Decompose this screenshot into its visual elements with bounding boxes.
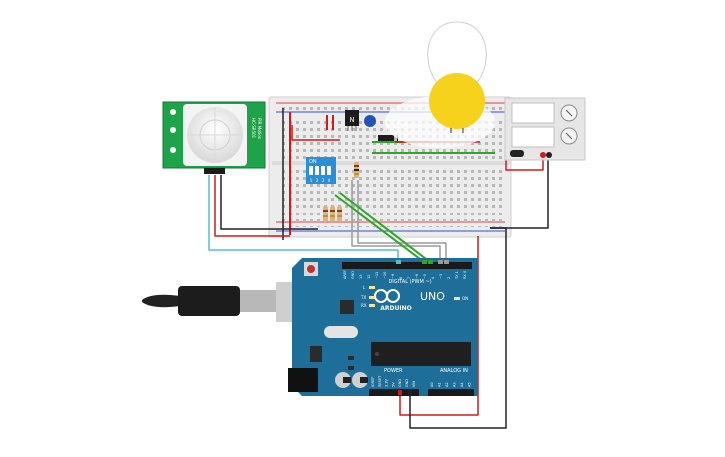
- analog-pin-label: A5: [468, 382, 472, 387]
- analog-pin-label: A2: [445, 382, 449, 387]
- dip-position: 4: [328, 178, 331, 183]
- logo-text: ARDUINO: [380, 305, 411, 312]
- digital-pin-label: ~10: [383, 272, 387, 279]
- digital-pin-label: ~3: [439, 274, 443, 279]
- wire-gray-1: [351, 180, 441, 262]
- positive-terminal[interactable]: [540, 152, 546, 158]
- pir-sensor[interactable]: HC-SR501 PIR Motion: [162, 101, 266, 174]
- wire-green-1: [334, 194, 425, 263]
- digital-pin-label: ~11: [375, 272, 379, 279]
- digital-pin-labels: AREF GND 13 12 ~11 ~10 ~9 8 7 ~6 ~5 4 ~3 2 TX 1 RX 0: [343, 270, 467, 280]
- diode[interactable]: [378, 135, 398, 141]
- wire-black-psu: [490, 157, 549, 229]
- wire-pir-gnd: [220, 175, 318, 230]
- bulb-glow: [429, 73, 485, 129]
- power-pin-label: GND: [405, 379, 409, 387]
- dip-position: 3: [322, 178, 325, 183]
- dip-switch[interactable]: ON 1 2 3 4: [306, 157, 336, 184]
- analog-header[interactable]: [428, 389, 474, 396]
- arduino-uno[interactable]: AREF GND 13 12 ~11 ~10 ~9 8 7 ~6 ~5 4 ~3 2 TX 1 RX 0 DI…: [288, 258, 478, 396]
- usb-port: [276, 282, 296, 322]
- analog-label: ANALOG IN: [440, 368, 468, 374]
- digital-pin-label: ~6: [415, 274, 419, 279]
- usb-chip: [340, 300, 354, 314]
- model-label: UNO: [420, 290, 445, 303]
- pir-label: PIR Motion: [257, 118, 262, 140]
- negative-terminal[interactable]: [546, 152, 552, 158]
- led-label: L: [363, 285, 366, 290]
- light-bulb[interactable]: [385, 21, 495, 148]
- transistor-label: N: [349, 116, 354, 124]
- dip-toggle[interactable]: [315, 166, 319, 175]
- power-switch[interactable]: [510, 150, 524, 157]
- pir-label: HC-SR501: [251, 118, 256, 139]
- wire-pir-vcc: [214, 175, 290, 237]
- digital-pin-label: 13: [359, 275, 363, 279]
- analog-pin-label: A1: [438, 382, 442, 387]
- dip-position: 1: [310, 178, 313, 183]
- power-pin-label: 3.3V: [385, 378, 389, 387]
- analog-pin-label: A3: [453, 382, 457, 387]
- wire-red-psu: [505, 157, 544, 171]
- digital-pin-label: 7: [407, 277, 411, 279]
- resistor-top[interactable]: [354, 162, 359, 178]
- digital-pin-label: ~9: [391, 274, 395, 279]
- power-pin-label: RESET: [378, 375, 382, 387]
- digital-pin-label: 12: [367, 275, 371, 279]
- on-led-label: ON: [462, 296, 468, 301]
- led-label: TX: [360, 295, 366, 300]
- led-label: RX: [361, 303, 367, 308]
- power-pin-label: GND: [398, 379, 402, 387]
- wire-red-top: [291, 125, 340, 141]
- power-header[interactable]: [369, 389, 419, 396]
- microcontroller-chip: [371, 342, 471, 366]
- digital-pin-label: GND: [351, 271, 355, 279]
- dip-position: 2: [316, 178, 319, 183]
- usb-cable: [142, 282, 296, 322]
- digital-pin-label: AREF: [343, 270, 347, 279]
- resistor-bank[interactable]: [323, 206, 342, 222]
- transistor[interactable]: N: [345, 110, 359, 131]
- blue-capacitor[interactable]: [364, 115, 376, 127]
- digital-header[interactable]: [342, 262, 472, 269]
- reset-button[interactable]: [307, 265, 315, 273]
- wire-ends: [396, 260, 449, 395]
- analog-pin-label: A0: [430, 382, 434, 387]
- digital-pin-label: 4: [431, 276, 435, 279]
- power-pin-label: VIN: [412, 381, 416, 387]
- digital-pin-label: 8: [399, 277, 403, 279]
- crystal: [324, 326, 358, 338]
- dip-on-label: ON: [309, 159, 317, 165]
- digital-pin-label: TX 1: [455, 271, 459, 280]
- dip-toggle[interactable]: [327, 166, 331, 175]
- regulator: [310, 346, 322, 362]
- power-label: POWER: [384, 368, 403, 374]
- dip-toggle[interactable]: [321, 166, 325, 175]
- wire-green-2: [339, 192, 431, 263]
- power-pin-label: IOREF: [371, 377, 375, 387]
- analog-pin-label: A4: [460, 382, 464, 387]
- power-pin-label: 5V: [391, 382, 395, 387]
- digital-pin-label: 2: [447, 277, 451, 279]
- digital-pin-label: ~5: [423, 274, 427, 279]
- dip-toggle[interactable]: [309, 166, 313, 175]
- digital-label: DIGITAL (PWM ~): [388, 279, 431, 285]
- wire-pir-out: [208, 175, 399, 262]
- status-leds: L TX RX ON: [360, 285, 468, 308]
- power-supply[interactable]: [504, 97, 586, 161]
- power-jack[interactable]: [288, 368, 318, 392]
- capacitor[interactable]: [326, 115, 334, 130]
- digital-pin-label: RX 0: [463, 271, 467, 279]
